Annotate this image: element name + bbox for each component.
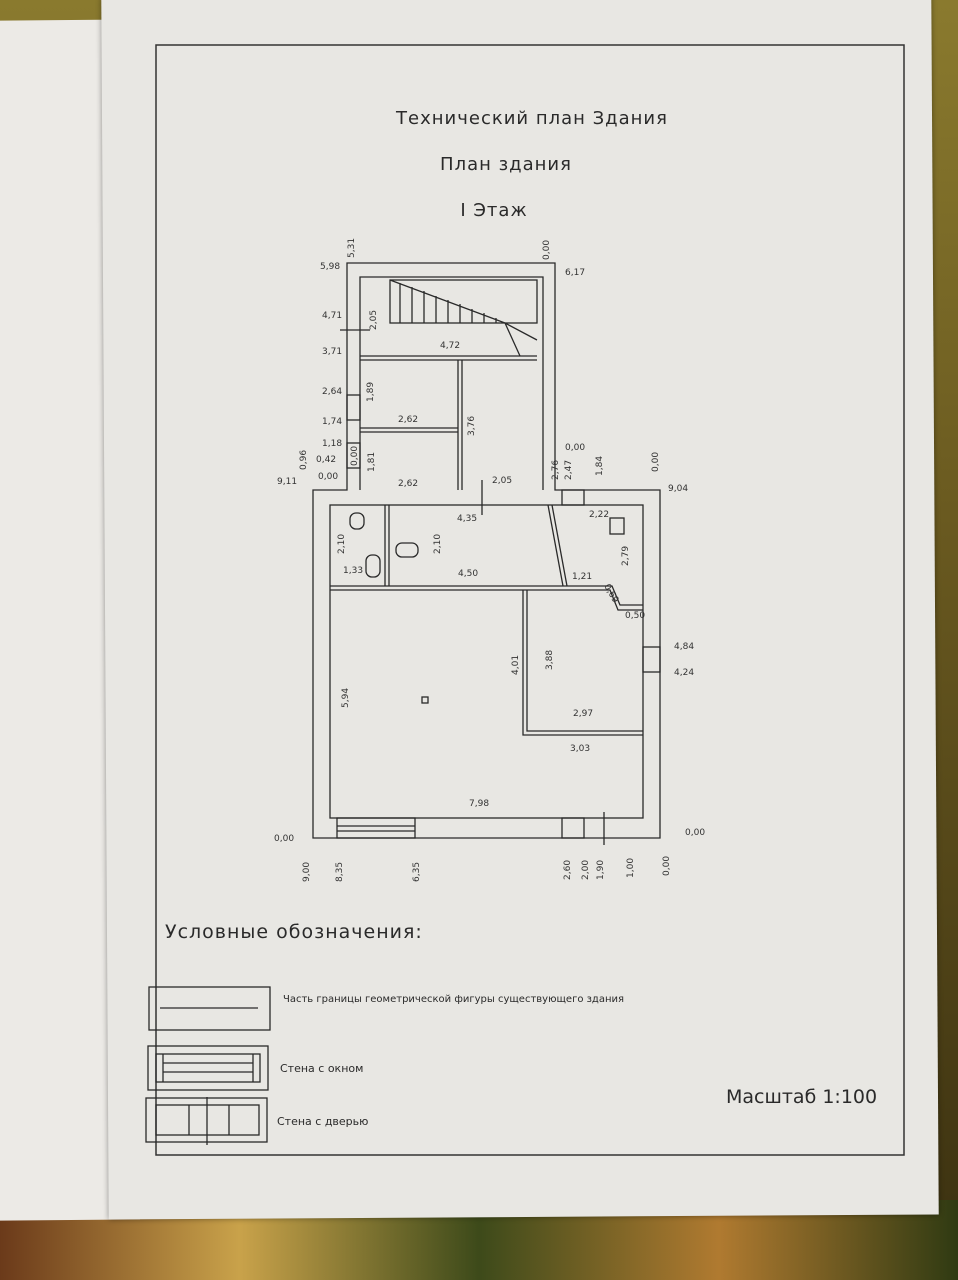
dim-label: 1,84 [595, 456, 605, 476]
dim-label: 2,97 [573, 709, 593, 719]
dim-label: 0,50 [625, 611, 645, 621]
dim-label: 1,90 [596, 860, 606, 880]
drawing-frame [155, 44, 905, 1156]
dim-label: 0,69 [601, 583, 620, 606]
window [561, 489, 585, 506]
dim-label: 2,47 [564, 460, 574, 480]
wall-line [360, 355, 537, 361]
legend-item-window: Стена с окном [280, 1062, 363, 1075]
floor-label: I Этаж [460, 200, 527, 221]
dim-label: 4,50 [458, 569, 478, 579]
document-title: Технический план Здания [395, 108, 668, 129]
dim-label: 4,01 [511, 655, 521, 675]
dim-label: 0,00 [685, 828, 705, 838]
stove-icon [609, 517, 625, 535]
dim-label: 1,33 [343, 566, 363, 576]
dim-label: 4,24 [674, 668, 694, 678]
dim-label: 1,21 [572, 572, 592, 582]
outer-wall [312, 262, 661, 839]
dim-label: 0,00 [662, 856, 672, 876]
legend-boundary-symbol [148, 986, 271, 1031]
partition [360, 360, 463, 490]
bath-icon [395, 542, 419, 558]
dim-label: 2,10 [337, 534, 347, 554]
dim-label: 2,64 [322, 387, 342, 397]
dim-label: 9,00 [302, 862, 312, 882]
dim-label: 2,79 [621, 546, 631, 566]
dim-label: 3,76 [467, 416, 477, 436]
dim-label: 1,18 [322, 439, 342, 449]
window [346, 394, 361, 421]
partition [330, 585, 643, 611]
door [340, 329, 605, 845]
legend-item-door: Стена с дверью [277, 1115, 368, 1128]
dim-label: 2,60 [563, 860, 573, 880]
dim-label: 4,71 [322, 311, 342, 321]
dim-label: 2,22 [589, 510, 609, 520]
dim-label: 0,00 [350, 446, 360, 466]
dim-label: 3,03 [570, 744, 590, 754]
dim-label: 9,11 [277, 477, 297, 487]
dim-label: 3,71 [322, 347, 342, 357]
dim-label: 9,04 [668, 484, 688, 494]
window [346, 442, 361, 469]
dim-label: 5,94 [341, 688, 351, 708]
dim-label: 1,00 [626, 858, 636, 878]
window [642, 646, 661, 673]
dim-label: 2,10 [433, 534, 443, 554]
room-wall [522, 590, 643, 736]
scale-label: Масштаб 1:100 [726, 1086, 877, 1108]
sink-icon [365, 554, 381, 578]
dim-label: 2,62 [398, 415, 418, 425]
toilet-icon [349, 512, 365, 530]
dim-label: 4,72 [440, 341, 460, 351]
window [337, 825, 415, 832]
dim-label: 2,05 [369, 310, 379, 330]
floor-plan [312, 262, 661, 845]
dim-label: 1,74 [322, 417, 342, 427]
dim-label: 6,17 [565, 268, 585, 278]
staircase [389, 279, 538, 324]
dimension-labels: 5,98 5,31 0,00 6,17 4,71 2,05 4,72 3,71 … [274, 238, 705, 882]
dim-label: 0,00 [274, 834, 294, 844]
plan-subtitle: План здания [440, 154, 572, 175]
dim-label: 0,00 [651, 452, 661, 472]
dim-label: 2,76 [551, 460, 561, 480]
dim-label: 5,31 [347, 238, 357, 258]
legend-item-boundary: Часть границы геометрической фигуры суще… [283, 994, 624, 1005]
dim-label: 8,35 [335, 862, 345, 882]
legend-heading: Условные обозначения: [165, 921, 423, 943]
window [336, 817, 416, 839]
partition [384, 504, 568, 587]
dim-label: 1,81 [367, 452, 377, 472]
dim-label: 7,98 [469, 799, 489, 809]
dim-label: 5,98 [320, 262, 340, 272]
legend-window-symbol [147, 1045, 269, 1091]
dim-label: 0,42 [316, 455, 336, 465]
dim-label: 0,00 [542, 240, 552, 260]
dim-label: 0,96 [299, 450, 309, 470]
upper-inner-wall [359, 276, 544, 490]
dim-label: 1,89 [366, 382, 376, 402]
window [561, 817, 585, 839]
dim-label: 3,88 [545, 650, 555, 670]
column-icon [421, 696, 429, 704]
stair-steps [389, 279, 538, 357]
dim-label: 2,05 [492, 476, 512, 486]
dim-label: 0,00 [318, 472, 338, 482]
legend-symbols [145, 986, 271, 1145]
dim-label: 2,00 [581, 860, 591, 880]
dim-label: 6,35 [412, 862, 422, 882]
lower-inner-wall [329, 504, 644, 819]
dim-label: 4,84 [674, 642, 694, 652]
dim-label: 2,62 [398, 479, 418, 489]
dim-label: 4,35 [457, 514, 477, 524]
dim-label: 0,00 [565, 443, 585, 453]
